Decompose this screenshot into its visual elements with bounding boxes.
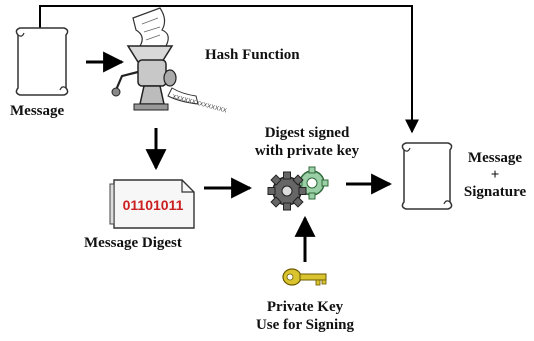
output-line3: Signature xyxy=(463,184,527,200)
message-digest-label: Message Digest xyxy=(84,235,182,251)
message-digest-document-icon xyxy=(109,179,195,229)
digest-bits-text: 01101011 xyxy=(123,197,184,213)
message-scroll-icon xyxy=(15,27,69,96)
signed-message-scroll-icon xyxy=(401,142,453,210)
output-line1: Message xyxy=(467,150,523,166)
private-key-icon xyxy=(282,268,327,286)
grinder-strip-text: XXXXXXXXXXXXXX xyxy=(171,94,227,114)
output-line2: + xyxy=(490,167,500,183)
digest-signed-line1: Digest signed xyxy=(264,125,350,141)
private-key-label: Private Key Use for Signing xyxy=(240,298,370,334)
hash-function-label: Hash Function xyxy=(205,47,300,63)
bypass-connector-arrow xyxy=(39,5,419,134)
message-signature-label: Message + Signature xyxy=(456,150,534,201)
private-key-line2: Use for Signing xyxy=(255,317,355,333)
gears-icon xyxy=(267,166,329,211)
digest-signed-line2: with private key xyxy=(254,143,360,159)
private-key-line1: Private Key xyxy=(266,299,344,315)
digest-signed-label: Digest signed with private key xyxy=(242,124,372,160)
meat-grinder-icon xyxy=(111,7,199,111)
message-label: Message xyxy=(10,103,65,119)
